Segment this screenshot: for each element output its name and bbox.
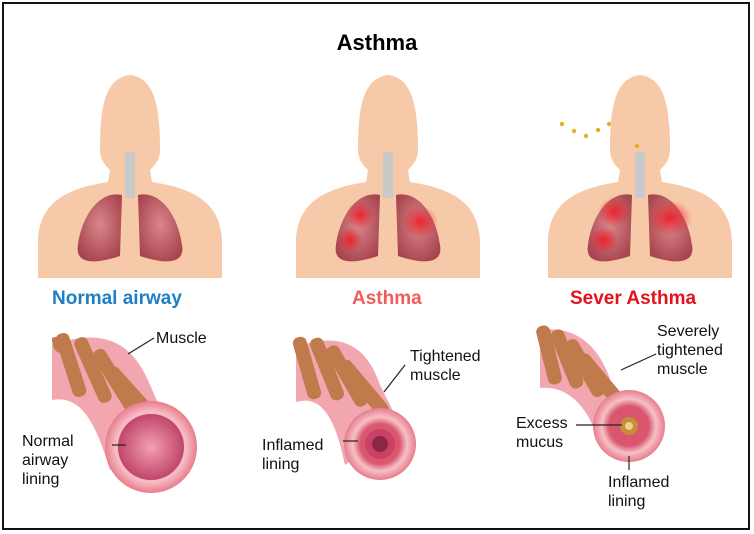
severe-inflamed-lining-label: Inflamedlining bbox=[608, 473, 669, 511]
muscle-label: Muscle bbox=[156, 329, 207, 348]
asthma-heading: Asthma bbox=[352, 288, 422, 310]
normal-lining-label: Normalairwaylining bbox=[22, 432, 74, 489]
excess-mucus-label: Excessmucus bbox=[516, 414, 568, 452]
normal-torso-figure bbox=[38, 75, 222, 278]
normal-airway-heading: Normal airway bbox=[52, 288, 182, 310]
severe-asthma-heading: Sever Asthma bbox=[570, 288, 696, 310]
severe-asthma-torso-figure bbox=[548, 75, 732, 278]
tightened-muscle-label: Tightenedmuscle bbox=[410, 347, 481, 385]
severely-tightened-muscle-label: Severelytightenedmuscle bbox=[657, 322, 723, 379]
inflamed-lining-label: Inflamedlining bbox=[262, 436, 323, 474]
normal-airway-tube bbox=[52, 331, 197, 493]
asthma-torso-figure bbox=[296, 75, 480, 278]
